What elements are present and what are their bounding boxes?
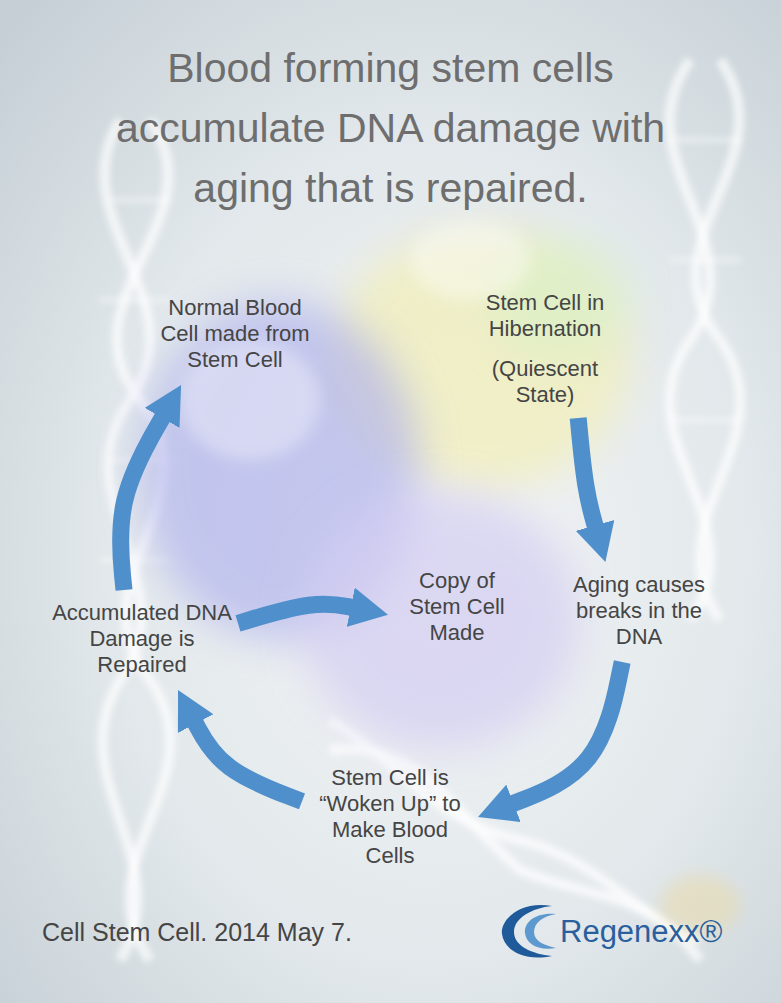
cycle-arrow <box>121 414 165 590</box>
cycle-arrow <box>510 662 622 805</box>
step-text: Normal Blood Cell made from Stem Cell <box>158 295 312 373</box>
cycle-step: Normal Blood Cell made from Stem Cell <box>158 295 312 373</box>
cycle-step: Stem Cell is “Woken Up” to Make Blood Ce… <box>312 765 468 869</box>
cycle-step: Copy of Stem Cell Made <box>396 568 518 646</box>
step-text: Copy of Stem Cell Made <box>396 568 518 646</box>
logo-text: Regenexx® <box>560 914 722 950</box>
step-text: Accumulated DNA Damage is Repaired <box>52 600 232 678</box>
cycle-arrow <box>194 720 302 801</box>
cycle-step: Accumulated DNA Damage is Repaired <box>52 600 232 678</box>
step-text: (Quiescent State) <box>462 356 628 408</box>
citation-text: Cell Stem Cell. 2014 May 7. <box>42 918 352 947</box>
step-text: Stem Cell in Hibernation <box>462 290 628 342</box>
protein-blobs <box>140 220 740 935</box>
logo-mark <box>502 905 556 958</box>
step-text: Aging causes breaks in the DNA <box>555 572 723 650</box>
cycle-step: Aging causes breaks in the DNA <box>555 572 723 650</box>
cycle-arrow <box>238 604 355 623</box>
step-text: Stem Cell is “Woken Up” to Make Blood Ce… <box>312 765 468 869</box>
diagram-title: Blood forming stem cells accumulate DNA … <box>70 38 711 218</box>
cycle-step: Stem Cell in Hibernation (Quiescent State… <box>462 290 628 408</box>
cycle-arrow <box>578 418 596 529</box>
